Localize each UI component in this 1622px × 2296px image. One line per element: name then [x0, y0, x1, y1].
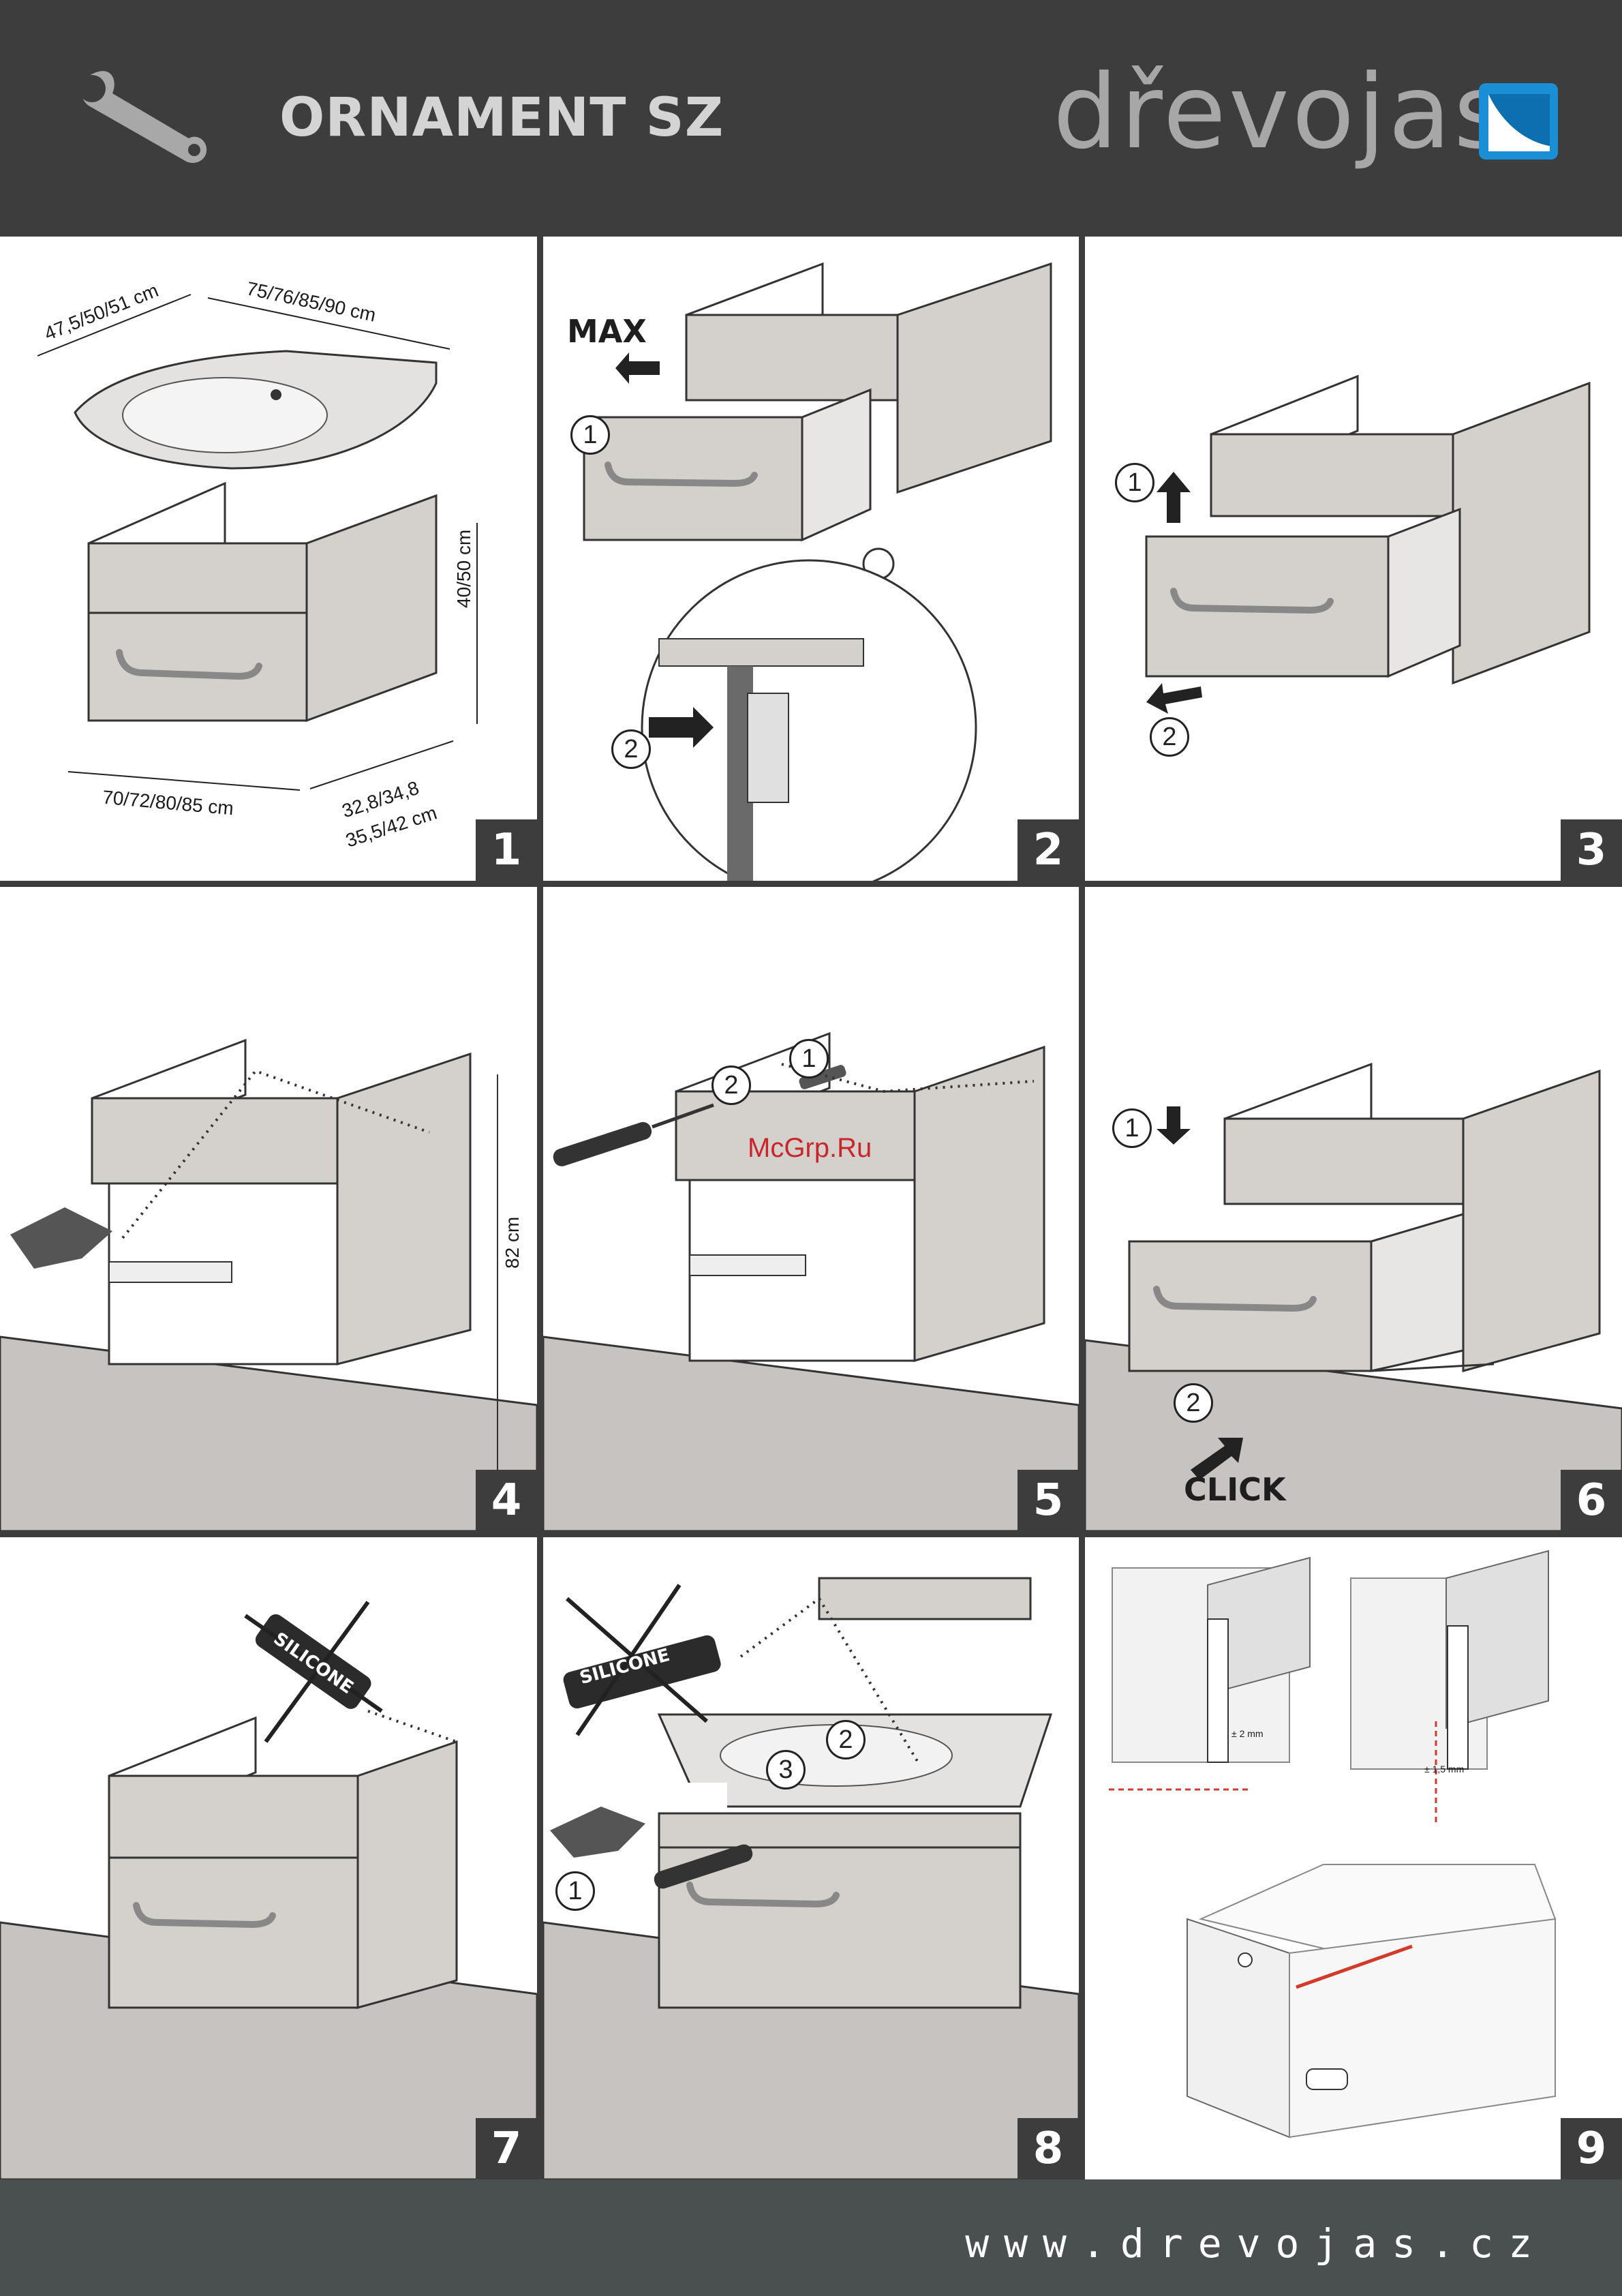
adjust-1-5mm-label: ± 1,5 mm — [1424, 1764, 1464, 1774]
panel-8-mount-basin: SILICONE 1 2 3 8 — [543, 1537, 1079, 2179]
step-number: 2 — [1017, 819, 1079, 881]
panel-5-drill-anchor: 1 2 5 — [543, 887, 1079, 1531]
step-number: 5 — [1017, 1470, 1079, 1531]
step-1-marker: 1 — [570, 415, 610, 455]
step-number: 8 — [1017, 2118, 1079, 2179]
drevojas-logo — [1479, 83, 1558, 160]
panel-6-insert-drawer: 1 2 CLICK 6 — [1085, 887, 1622, 1531]
panel-1-dimensions: 47,5/50/51 cm 75/76/85/90 cm 40/50 cm 70… — [0, 237, 537, 881]
step-2-marker: 2 — [1150, 717, 1189, 757]
panel-4-drawing — [0, 887, 537, 1531]
step-number: 4 — [476, 1470, 537, 1531]
step-1-marker: 1 — [1115, 463, 1154, 502]
page-title: ORNAMENT SZ — [279, 87, 724, 149]
step-1-marker: 1 — [555, 1871, 595, 1911]
panel-3-lift-drawer: 1 2 3 — [1085, 237, 1622, 881]
step-1-marker: 1 — [789, 1039, 829, 1078]
header: ORNAMENT SZ dřevojas — [0, 0, 1622, 233]
panel-9-drawing — [1085, 1537, 1622, 2179]
step-3-marker: 3 — [766, 1750, 806, 1789]
dim-height: 82 cm — [502, 1217, 523, 1269]
panel-9-adjust-drawer: ± 2 mm ± 1,5 mm 9 — [1085, 1537, 1622, 2179]
step-number: 3 — [1561, 819, 1622, 881]
click-label: CLICK — [1184, 1471, 1286, 1508]
step-number: 7 — [476, 2118, 537, 2179]
watermark: McGrp.Ru — [748, 1133, 872, 1164]
panel-7-no-silicone: SILICONE 7 — [0, 1537, 537, 2179]
panel-6-drawing — [1085, 887, 1622, 1531]
dim-height: 40/50 cm — [453, 530, 475, 608]
step-2-marker: 2 — [611, 729, 651, 769]
footer-url[interactable]: www.drevojas.cz — [965, 2220, 1547, 2267]
step-number: 1 — [476, 819, 537, 881]
panel-7-drawing — [0, 1537, 537, 2179]
wrench-icon — [72, 58, 221, 174]
panel-8-drawing — [543, 1537, 1079, 2179]
max-label: MAX — [567, 313, 647, 350]
adjust-2mm-label: ± 2 mm — [1231, 1728, 1264, 1739]
panel-3-drawing — [1085, 237, 1622, 881]
panel-4-mark-holes: 82 cm 4 — [0, 887, 537, 1531]
instruction-grid: 47,5/50/51 cm 75/76/85/90 cm 40/50 cm 70… — [0, 233, 1622, 2179]
panel-5-drawing — [543, 887, 1079, 1531]
step-number: 9 — [1561, 2118, 1622, 2179]
brand-name: dřevojas — [1053, 61, 1510, 164]
step-1-marker: 1 — [1112, 1108, 1152, 1148]
step-2-marker: 2 — [1174, 1383, 1213, 1423]
footer: www.drevojas.cz — [0, 2179, 1622, 2296]
step-2-marker: 2 — [826, 1720, 866, 1759]
panel-2-remove-drawer: MAX 1 2 2 — [543, 237, 1079, 881]
step-2-marker: 2 — [711, 1066, 751, 1105]
step-number: 6 — [1561, 1470, 1622, 1531]
